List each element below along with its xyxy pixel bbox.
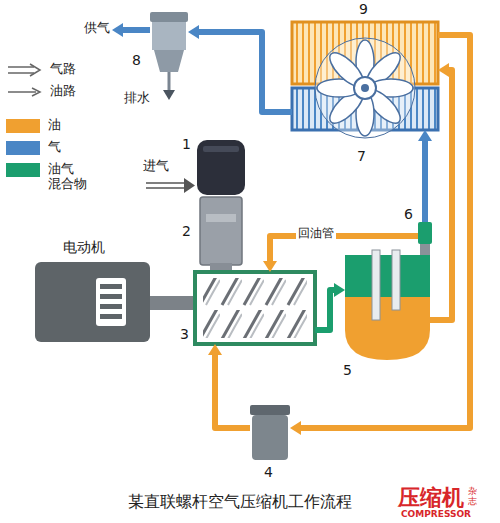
pressure-valve: 6 xyxy=(418,222,432,244)
pipe-line xyxy=(215,352,250,428)
arrow-head xyxy=(438,63,449,77)
callout-number: 4 xyxy=(264,464,273,480)
oil-filter xyxy=(250,405,290,460)
callout-number: 1 xyxy=(182,136,191,152)
flow-label: 进气 xyxy=(143,159,169,174)
callout-number: 5 xyxy=(343,362,352,378)
pipe-connector xyxy=(188,25,292,112)
pipe-connector xyxy=(430,63,452,320)
arrow-head xyxy=(290,421,301,435)
pipe-connector xyxy=(263,236,418,272)
legend-line-sample xyxy=(6,62,42,78)
pipe-connector xyxy=(418,130,432,222)
oil-separator-tank xyxy=(345,222,432,360)
callout-number: 8 xyxy=(132,52,141,68)
screw-compressor xyxy=(195,272,315,344)
legend-swatch xyxy=(6,119,40,133)
water-separator: 8 xyxy=(150,12,188,72)
water-separator xyxy=(112,12,188,100)
legend-swatch xyxy=(6,141,40,155)
oil-separator-tank: 5 xyxy=(345,255,430,360)
watermark: COMPRESSOR xyxy=(401,509,471,519)
pipe-line xyxy=(196,32,292,112)
screw-compressor: 3 xyxy=(195,272,315,344)
oil-filter: 4 xyxy=(250,405,290,460)
air-cooler: 7 xyxy=(292,88,438,130)
flow-label: 供气 xyxy=(84,21,110,36)
watermark: 杂志 xyxy=(468,487,477,507)
pipe-connector xyxy=(208,344,250,428)
legend-row: 油路 xyxy=(6,84,92,100)
cooling-fan xyxy=(315,38,415,138)
pipe-line xyxy=(430,70,452,320)
pipe-line xyxy=(270,236,418,264)
caption: 某直联螺杆空气压缩机工作流程 xyxy=(128,493,352,511)
air-filter: 1 xyxy=(197,140,245,195)
legend-row: 气 xyxy=(6,140,90,155)
flow-label: 排水 xyxy=(124,91,150,106)
watermark: 压缩机 xyxy=(398,485,464,510)
legend-swatch xyxy=(6,163,40,177)
oil-cooler xyxy=(292,22,438,84)
callout-number: 7 xyxy=(357,148,366,164)
pipe-connector xyxy=(315,283,345,330)
callout-number: 6 xyxy=(404,206,413,222)
legend-row: 气路 xyxy=(6,62,92,78)
arrow-head xyxy=(188,25,199,39)
legend-row: 油气 混合物 xyxy=(6,162,90,192)
arrow-head xyxy=(208,344,222,355)
part-name: 电动机 xyxy=(63,239,105,255)
intake-valve: 2 xyxy=(200,197,242,265)
legend-text: 油气 混合物 xyxy=(48,162,90,192)
callout-number: 3 xyxy=(180,326,189,342)
intake-valve xyxy=(200,197,242,273)
callout-number: 2 xyxy=(182,223,191,239)
legend-row: 油 xyxy=(6,118,90,133)
legend-text: 气路 xyxy=(50,62,92,77)
legend-line-sample xyxy=(6,84,42,100)
pipe-line xyxy=(315,290,337,330)
pipe-label: 回油管 xyxy=(296,227,336,241)
oil-cooler: 9 xyxy=(292,22,438,84)
pipe-line xyxy=(422,138,428,222)
arrow-head xyxy=(418,130,432,141)
electric-motor: 电动机 xyxy=(35,262,150,342)
arrow-head xyxy=(263,261,277,272)
legend-text: 气 xyxy=(48,140,90,155)
legend-text: 油 xyxy=(48,118,90,133)
callout-number: 9 xyxy=(359,1,368,17)
arrow-head xyxy=(334,283,345,297)
electric-motor xyxy=(35,262,195,342)
legend-text: 油路 xyxy=(50,84,92,99)
